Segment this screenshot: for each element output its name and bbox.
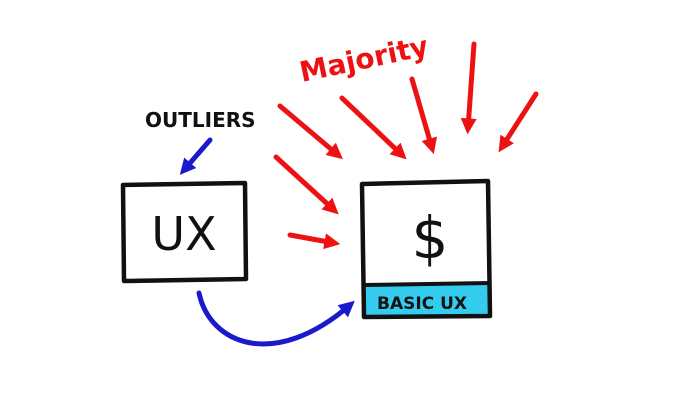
dollar-sign: $ bbox=[412, 204, 449, 272]
ux-to-basic-ux-arrow bbox=[196, 290, 355, 347]
basic-ux-label: BASIC UX bbox=[377, 294, 467, 314]
red-arrow-1 bbox=[277, 103, 343, 160]
basic-ux-band bbox=[364, 285, 490, 316]
majority-arrows bbox=[273, 41, 539, 250]
red-arrow-3 bbox=[409, 76, 438, 155]
ux-box: UX bbox=[120, 180, 249, 284]
red-arrow-5 bbox=[498, 91, 539, 153]
dollar-box: $ BASIC UX bbox=[359, 178, 493, 320]
red-arrow-4 bbox=[460, 41, 477, 135]
outliers-arrow bbox=[179, 137, 213, 175]
red-arrow-7 bbox=[287, 232, 341, 250]
outliers-label: OUTLIERS bbox=[145, 108, 256, 132]
red-arrow-2 bbox=[339, 95, 407, 160]
red-arrow-6 bbox=[273, 154, 339, 215]
ux-box-label: UX bbox=[151, 207, 216, 261]
